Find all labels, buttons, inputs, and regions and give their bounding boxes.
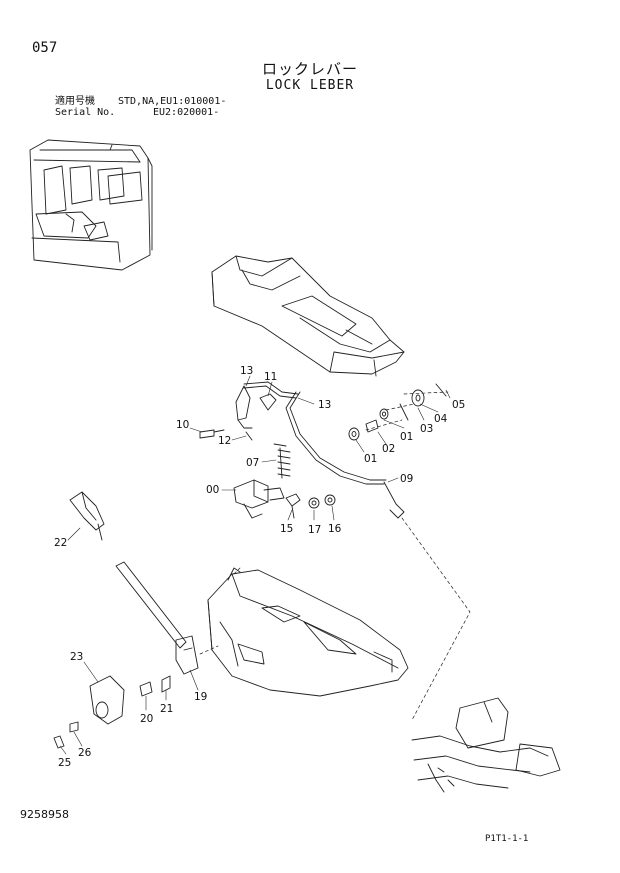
lower-console [207,567,409,697]
callout-09: 09 [400,473,413,485]
callout-15: 15 [280,523,293,535]
callout-10: 10 [176,419,189,431]
sheet-reference: P1T1-1-1 [485,834,529,844]
hardware-15-17-16 [285,493,336,519]
callout-26: 26 [78,747,92,759]
lever-rod-19 [115,561,199,675]
callout-leaders [59,375,451,755]
page-number: 057 [32,40,58,56]
callout-13-harness: 13 [318,399,331,411]
applicable-label-jp: 適用号機 [55,96,95,107]
callout-16: 16 [328,523,342,535]
spring-07 [273,443,291,479]
leader-lines [199,391,471,721]
serial-label: Serial No. [55,107,116,118]
switch-assembly-00 [233,479,285,519]
callout-03: 03 [420,423,433,435]
callout-20: 20 [140,713,153,725]
small-parts-20-21-26-25 [53,675,171,749]
callout-02: 02 [382,443,395,455]
lever-22 [69,491,105,541]
callout-19: 19 [194,691,207,703]
cab-thumbnail [29,139,153,271]
callout-04: 04 [434,413,448,425]
callout-25: 25 [58,757,71,769]
callout-05: 05 [452,399,465,411]
callout-12: 12 [218,435,231,447]
callout-13-bracket: 13 [240,365,253,377]
callout-01-a: 01 [364,453,377,465]
cable-09 [285,391,405,519]
page-title-jp: ロックレバー [261,60,358,78]
wiring-harness [411,697,561,793]
serial-eu2-range: EU2:020001- [153,107,220,118]
callout-01-b: 01 [400,431,413,443]
callout-07: 07 [246,457,259,469]
callout-11: 11 [264,371,277,383]
page-title-en: LOCK LEBER [265,78,355,93]
washers-pins [348,383,447,441]
callout-17: 17 [308,524,321,536]
serial-std-range: STD,NA,EU1:010001- [118,96,227,107]
drawing-number: 9258958 [20,808,69,821]
callout-23: 23 [70,651,83,663]
grip-cover-23 [89,675,125,725]
callout-00: 00 [206,484,219,496]
callout-labels: 13 11 13 10 12 07 00 15 17 16 09 01 02 0… [54,365,465,769]
callout-22: 22 [54,537,67,549]
bolt-10 [199,429,225,439]
callout-21: 21 [160,703,173,715]
console-cover [211,255,405,377]
switch-bracket [235,381,299,441]
